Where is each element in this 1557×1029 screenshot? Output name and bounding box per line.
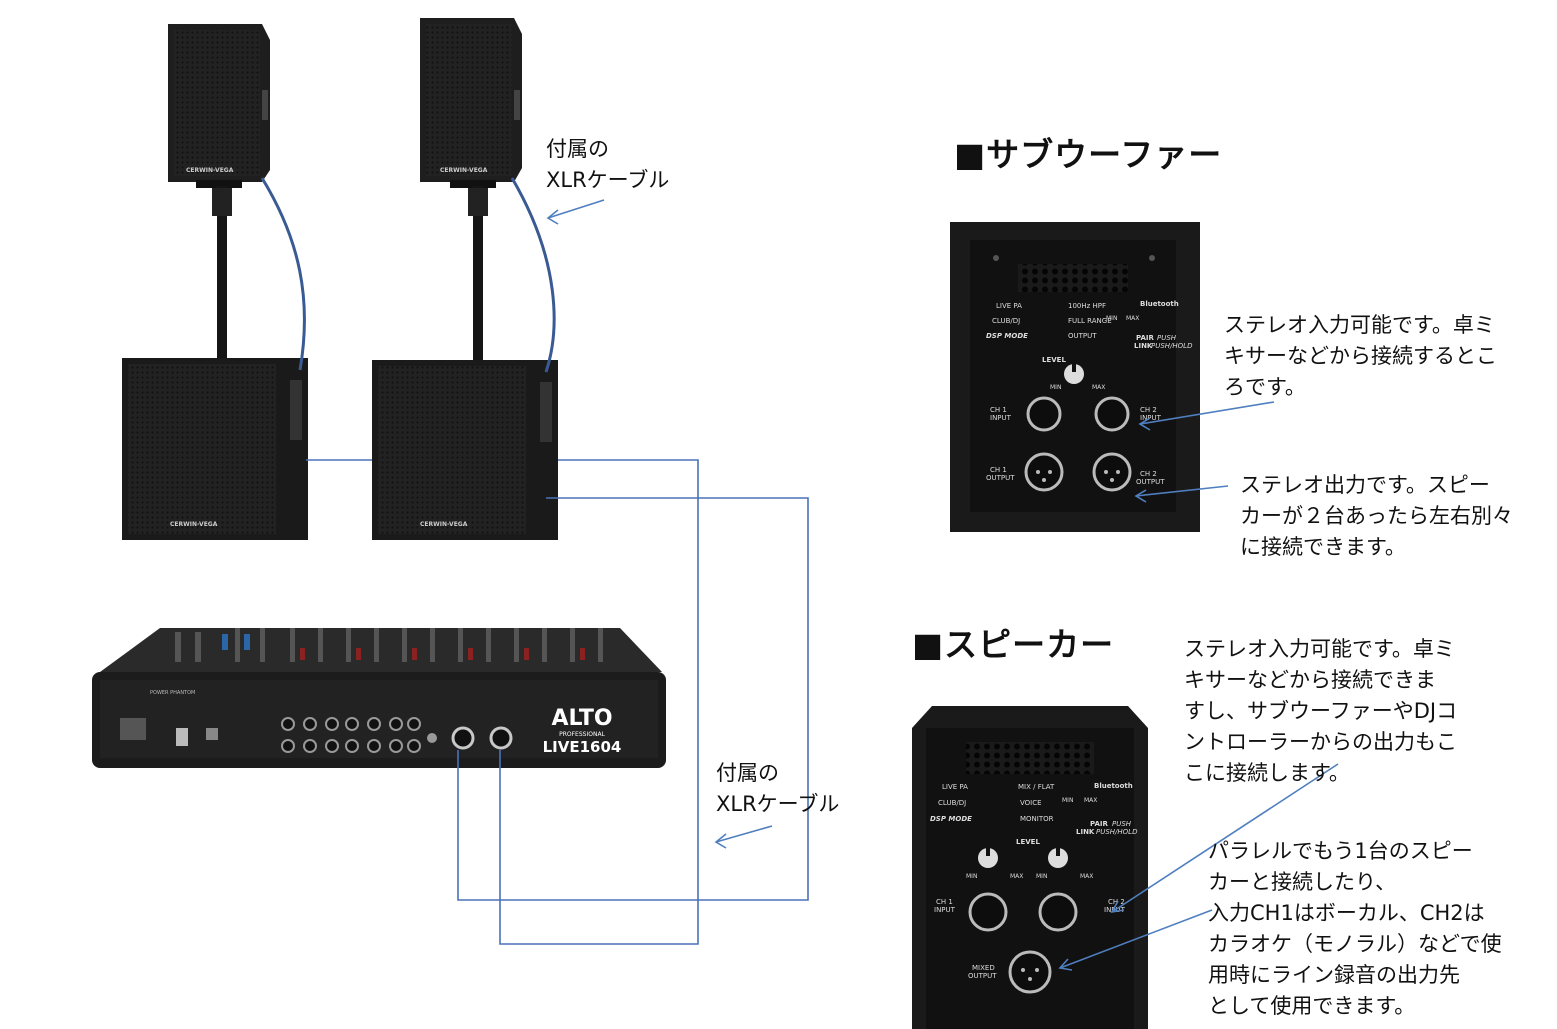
spk-dsp-min: MIN — [1062, 797, 1073, 804]
subwoofer-heading: ■サブウーファー — [954, 135, 1223, 174]
spk-eq-mix: MIX / FLAT — [1018, 783, 1055, 791]
xlr-top-arrow — [546, 199, 605, 225]
sub-level-max: MAX — [1092, 384, 1105, 391]
spk-link: LINK — [1076, 828, 1095, 836]
speaker-output-note: パラレルでもう1台のスピー カーと接続したり、 入力CH1はボーカル、CH2は … — [1208, 836, 1502, 1022]
xlr-label-bottom: 付属の XLRケーブル — [716, 758, 839, 820]
speaker-input-note-4: ントローラーからの出力もこ — [1184, 730, 1457, 754]
sub-filter-hpf: 100Hz HPF — [1068, 302, 1106, 310]
speaker-output-note-2: カーと接続したり、 — [1208, 870, 1397, 894]
subwoofer-input-note-3: ろです。 — [1224, 375, 1306, 399]
xlr-label-bottom-line-2: XLRケーブル — [716, 792, 840, 816]
subwoofer-output-note-1: ステレオ出力です。スピー — [1240, 473, 1490, 497]
spk-mixed-output-a: MIXED — [972, 964, 995, 972]
spk-ch2-input-a: CH 2 — [1108, 898, 1125, 906]
speaker-input-note-3: すし、サブウーファーやDJコ — [1184, 699, 1458, 723]
sub-ch2-output-a: CH 2 — [1140, 470, 1157, 478]
spk-ch2-input-b: INPUT — [1104, 906, 1126, 914]
speaker-pole-right — [473, 186, 483, 360]
mixer-power-label: POWER PHANTOM — [150, 690, 195, 696]
speaker-input-note-1: ステレオ入力可能です。卓ミ — [1184, 637, 1455, 661]
sub-filter-output: OUTPUT — [1068, 332, 1097, 340]
sub-ch2-input-a: CH 2 — [1140, 406, 1157, 414]
sub-filter-fullrange: FULL RANGE — [1068, 317, 1112, 325]
subwoofer-left — [122, 358, 308, 540]
spk-mode-clubdj: CLUB/DJ — [938, 799, 966, 807]
subwoofer-rear-panel: LIVE PA CLUB/DJ DSP MODE 100Hz HPF FULL … — [950, 222, 1200, 532]
speaker-output-note-3: 入力CH1はボーカル、CH2は — [1208, 901, 1485, 925]
mixer-model: LIVE1604 — [543, 738, 622, 756]
subwoofer-input-note-1: ステレオ入力可能です。卓ミ — [1224, 313, 1495, 337]
sub-mode-livepa: LIVE PA — [996, 302, 1022, 310]
xlr-label-top-line-2: XLRケーブル — [546, 168, 670, 192]
speaker-output-note-4: カラオケ（モノラル）などで使 — [1208, 932, 1502, 956]
xlr-label-top-line-1: 付属の — [546, 137, 609, 161]
sub-ch1-input-b: INPUT — [990, 414, 1012, 422]
xlr-cable-right — [510, 177, 556, 373]
spk-pair: PAIR — [1090, 820, 1109, 828]
spk-mixed-output-b: OUTPUT — [968, 972, 997, 980]
spk-level-label: LEVEL — [1016, 838, 1040, 846]
spk-ch1-input-a: CH 1 — [936, 898, 953, 906]
top-speaker-right — [420, 18, 522, 188]
speaker-output-note-6: として使用できます。 — [1208, 994, 1416, 1018]
subwoofer-input-note-2: キサーなどから接続するとこ — [1224, 344, 1497, 368]
spk-ch1-input-b: INPUT — [934, 906, 956, 914]
xlr-label-top: 付属の XLRケーブル — [546, 134, 669, 196]
sub-ch2-input-b: INPUT — [1140, 414, 1162, 422]
spk-push: PUSH — [1112, 820, 1132, 828]
spk-level1-min: MIN — [966, 873, 977, 880]
speaker-heading: ■スピーカー — [912, 625, 1115, 664]
mixer-to-sub-wiring — [306, 459, 809, 945]
speaker-output-note-5: 用時にライン録音の出力先 — [1208, 963, 1460, 987]
spk-eq-monitor: MONITOR — [1020, 815, 1054, 823]
mixer-brand-sub: PROFESSIONAL — [559, 731, 605, 738]
sub-push-hold: PUSH/HOLD — [1151, 342, 1193, 350]
speaker-rear-panel: LIVE PA CLUB/DJ DSP MODE MIX / FLAT VOIC… — [912, 706, 1148, 1029]
subwoofer-output-note-2: カーが２台あったら左右別々 — [1240, 504, 1513, 528]
sub-push: PUSH — [1157, 334, 1177, 342]
sub-mode-dsp: DSP MODE — [986, 332, 1028, 340]
xlr-bottom-arrow — [714, 825, 773, 849]
speaker-output-note-1: パラレルでもう1台のスピー — [1208, 839, 1473, 863]
sub-ch1-output-a: CH 1 — [990, 466, 1007, 474]
sub-ch1-output-b: OUTPUT — [986, 474, 1015, 482]
subwoofer-right — [372, 360, 558, 540]
speaker-input-note-5: こに接続します。 — [1184, 761, 1350, 785]
speaker-input-note-2: キサーなどから接続できま — [1184, 668, 1436, 692]
top-speaker-left — [168, 24, 270, 188]
xlr-cable-left — [260, 177, 306, 371]
sub-level-label: LEVEL — [1042, 356, 1066, 364]
sub-link: LINK — [1134, 342, 1153, 350]
speaker-input-note: ステレオ入力可能です。卓ミ キサーなどから接続できま すし、サブウーファーやDJ… — [1184, 634, 1457, 789]
subwoofer-output-note: ステレオ出力です。スピー カーが２台あったら左右別々 に接続できます。 — [1240, 470, 1513, 563]
spk-bluetooth: Bluetooth — [1094, 782, 1133, 790]
mixer-brand: ALTO — [551, 706, 612, 731]
subwoofer-input-note: ステレオ入力可能です。卓ミ キサーなどから接続するとこ ろです。 — [1224, 310, 1497, 403]
sub-pair: PAIR — [1136, 334, 1155, 342]
spk-mode-livepa: LIVE PA — [942, 783, 968, 791]
sub-bluetooth: Bluetooth — [1140, 300, 1179, 308]
spk-level2-max: MAX — [1080, 873, 1093, 880]
spk-mode-dsp: DSP MODE — [930, 815, 972, 823]
speaker-pole-left — [217, 186, 227, 360]
sub-ch2-output-b: OUTPUT — [1136, 478, 1165, 486]
subwoofer-output-note-3: に接続できます。 — [1240, 535, 1406, 559]
spk-eq-voice: VOICE — [1020, 799, 1042, 807]
spk-push-hold: PUSH/HOLD — [1096, 828, 1138, 836]
spk-dsp-max: MAX — [1084, 797, 1097, 804]
sub-mode-clubdj: CLUB/DJ — [992, 317, 1020, 325]
sub-dsp-max: MAX — [1126, 315, 1139, 322]
sub-level-min: MIN — [1050, 384, 1061, 391]
sub-ch1-input-a: CH 1 — [990, 406, 1007, 414]
spk-level2-min: MIN — [1036, 873, 1047, 880]
sub-dsp-min: MIN — [1106, 315, 1117, 322]
xlr-label-bottom-line-1: 付属の — [716, 761, 779, 785]
spk-level1-max: MAX — [1010, 873, 1023, 880]
mixer: ALTO PROFESSIONAL LIVE1604 POWER PHANTOM — [92, 628, 666, 768]
